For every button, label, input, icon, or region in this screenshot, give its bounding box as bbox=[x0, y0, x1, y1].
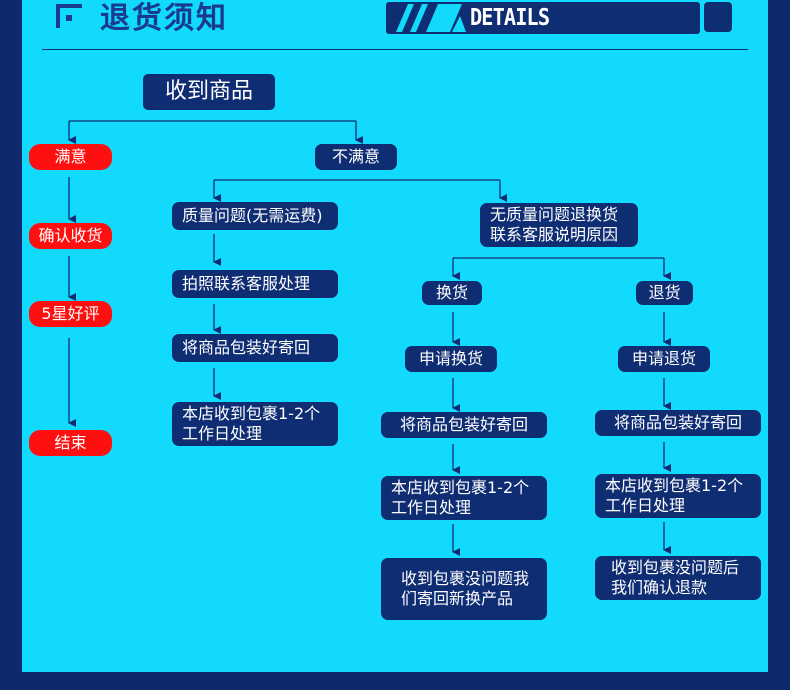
q-step-process: 本店收到包裹1-2个工作日处理 bbox=[172, 402, 338, 446]
q-step-photo-contact: 拍照联系客服处理 bbox=[172, 270, 338, 298]
non-quality-node: 无质量问题退换货联系客服说明原因 bbox=[480, 203, 638, 247]
satisfied-node: 满意 bbox=[29, 144, 112, 170]
exchange-node: 换货 bbox=[422, 281, 482, 305]
five-star-review-node: 5星好评 bbox=[29, 301, 112, 327]
ex-step-pack-return: 将商品包装好寄回 bbox=[381, 412, 547, 438]
corner-bracket-icon bbox=[56, 4, 82, 28]
rf-step-apply: 申请退货 bbox=[618, 346, 710, 372]
rf-step-process: 本店收到包裹1-2个工作日处理 bbox=[595, 474, 761, 518]
end-node: 结束 bbox=[29, 430, 112, 456]
q-step-pack-return: 将商品包装好寄回 bbox=[172, 334, 338, 362]
root-node: 收到商品 bbox=[143, 74, 275, 110]
ex-step-ship-new: 收到包裹没问题我们寄回新换产品 bbox=[381, 558, 547, 620]
quality-issue-node: 质量问题(无需运费) bbox=[172, 202, 338, 230]
details-description-badge: DETAILS DESCRIPTION bbox=[386, 2, 700, 34]
confirm-receipt-node: 确认收货 bbox=[29, 223, 112, 249]
refund-node: 退货 bbox=[636, 281, 693, 305]
ex-step-apply: 申请换货 bbox=[405, 346, 497, 372]
unsatisfied-node: 不满意 bbox=[315, 144, 397, 170]
badge-square bbox=[704, 2, 732, 32]
ex-step-process: 本店收到包裹1-2个工作日处理 bbox=[381, 476, 547, 520]
page-title: 退货须知 bbox=[100, 1, 228, 36]
rf-step-refund: 收到包裹没问题后我们确认退款 bbox=[595, 556, 761, 600]
stripes-icon bbox=[396, 4, 466, 32]
rf-step-pack-return: 将商品包装好寄回 bbox=[595, 410, 761, 436]
badge-text: DETAILS DESCRIPTION bbox=[470, 5, 550, 31]
header-divider bbox=[42, 49, 748, 50]
